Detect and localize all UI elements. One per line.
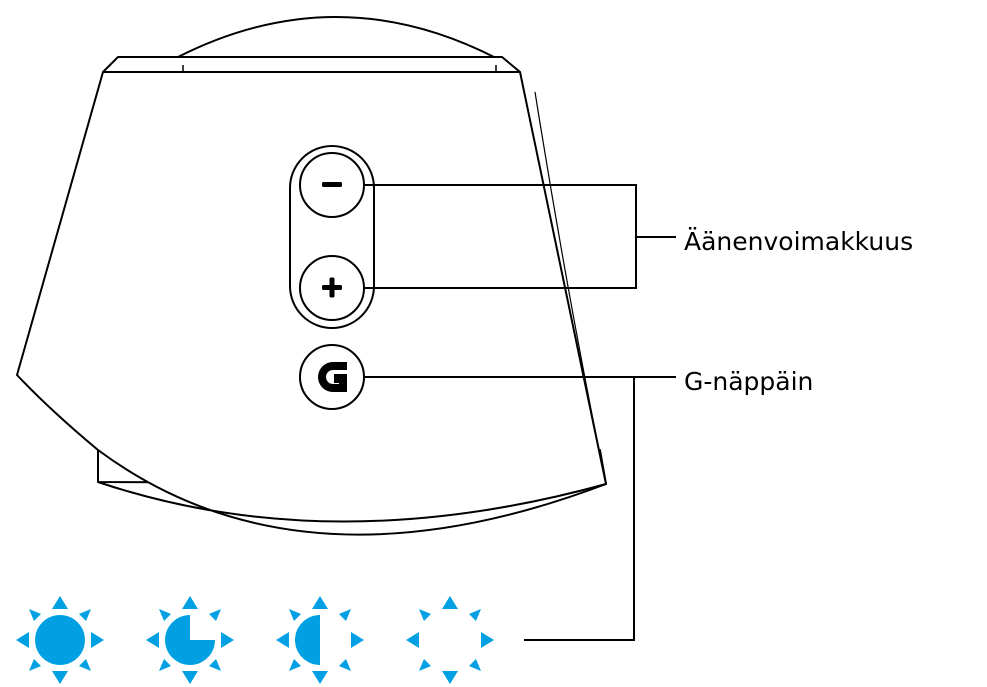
sun-three-quarter-icon [146,596,234,684]
speaker-top-dome [177,16,495,58]
volume-callout-label: Äänenvoimakkuus [684,227,914,256]
speaker-bottom-edge [97,481,607,523]
plus-icon [322,277,342,298]
g-key-button[interactable] [299,344,365,410]
volume-button-pill[interactable] [289,145,375,329]
volume-up-button[interactable] [299,255,365,321]
lighting-callout-bracket [524,377,635,641]
volume-down-button[interactable] [299,152,365,218]
sun-half-icon [276,596,364,684]
speaker-body-contour [534,91,601,456]
minus-icon [322,182,342,187]
sun-empty-icon [406,596,494,684]
logitech-g-icon [318,362,347,392]
callout-lines [364,184,676,641]
lighting-indicators [16,596,494,684]
g-key-callout-label: G-näppäin [684,367,814,396]
sun-full-icon [16,596,104,684]
speaker-top-rim [102,56,521,73]
